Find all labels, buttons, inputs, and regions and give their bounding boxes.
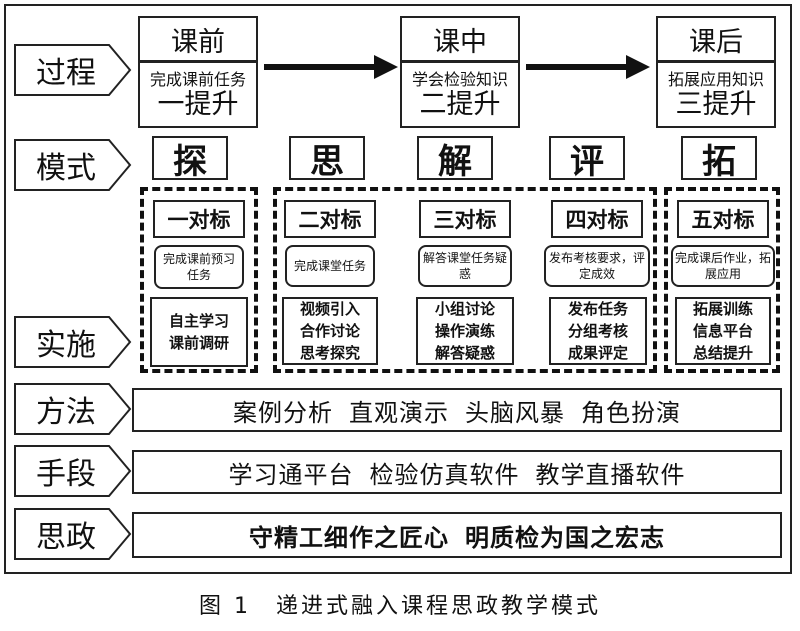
activity-item: 课前调研 — [168, 334, 229, 352]
diagram-frame — [4, 4, 792, 574]
means-item: 学习通平台 — [228, 460, 354, 489]
means-item: 检验仿真软件 — [369, 460, 520, 489]
dashed-group-post — [664, 187, 780, 373]
ideology-bar: 守精工细作之匠心 明质检为国之宏志 — [132, 512, 782, 558]
benchmark-activities-1: 自主学习 课前调研 — [150, 297, 248, 367]
method-item: 案例分析 — [233, 398, 333, 427]
benchmark-task-3: 解答课堂任务疑惑 — [418, 245, 512, 287]
activity-item: 思考探究 — [299, 344, 360, 362]
benchmark-activities-5: 拓展训练 信息平台 总结提升 — [675, 297, 771, 365]
benchmark-activities-4: 发布任务 分组考核 成果评定 — [549, 297, 647, 365]
row-label-mode: 模式 — [14, 139, 132, 191]
method-item: 头脑风暴 — [465, 398, 565, 427]
row-label-ideology: 思政 — [14, 508, 132, 560]
stage-task-pre: 完成课前任务 — [149, 69, 246, 89]
pentagon-shape — [14, 445, 132, 497]
stage-task-in: 学会检验知识 — [411, 69, 508, 89]
ideology-item: 明质检为国之宏志 — [465, 523, 665, 552]
arrow-pre-to-in — [264, 55, 398, 79]
mode-box-solve: 解 — [417, 136, 493, 182]
means-bar: 学习通平台 检验仿真软件 教学直播软件 — [132, 450, 782, 494]
stage-level-pre: 一提升 — [157, 88, 239, 120]
benchmark-title-4: 四对标 — [551, 200, 643, 238]
arrow-in-to-post — [526, 55, 650, 79]
benchmark-task-4: 发布考核要求，评定成效 — [544, 245, 650, 287]
method-item: 直观演示 — [349, 398, 449, 427]
stage-head-in: 课中 — [400, 16, 520, 62]
stage-head-pre: 课前 — [138, 16, 258, 62]
benchmark-title-3: 三对标 — [419, 200, 511, 238]
stage-body-in: 学会检验知识 二提升 — [400, 60, 520, 128]
row-label-method: 方法 — [14, 383, 132, 435]
pentagon-shape — [14, 44, 132, 96]
mode-box-think: 思 — [289, 136, 365, 182]
ideology-item: 守精工细作之匠心 — [249, 523, 449, 552]
benchmark-title-2: 二对标 — [284, 200, 376, 238]
row-label-process-text: 过程 — [36, 56, 96, 91]
activity-item: 操作演练 — [434, 322, 495, 340]
pentagon-shape — [14, 316, 132, 368]
dashed-group-pre — [140, 187, 258, 373]
pentagon-shape — [14, 383, 132, 435]
stage-body-post: 拓展应用知识 三提升 — [656, 60, 776, 128]
benchmark-activities-3: 小组讨论 操作演练 解答疑惑 — [416, 297, 514, 365]
activity-item: 自主学习 — [168, 312, 229, 330]
activity-item: 分组考核 — [567, 322, 628, 340]
benchmark-activities-2: 视频引入 合作讨论 思考探究 — [282, 297, 378, 365]
mode-box-explore: 探 — [152, 136, 228, 182]
benchmark-task-5: 完成课后作业，拓展应用 — [671, 245, 775, 287]
activity-item: 小组讨论 — [434, 300, 495, 318]
stage-body-pre: 完成课前任务 一提升 — [138, 60, 258, 128]
row-label-process: 过程 — [14, 44, 132, 96]
benchmark-title-5: 五对标 — [677, 200, 769, 238]
pentagon-shape — [14, 508, 132, 560]
benchmark-task-1: 完成课前预习任务 — [154, 245, 244, 289]
mode-box-evaluate: 评 — [549, 136, 625, 182]
activity-item: 发布任务 — [567, 300, 628, 318]
methods-bar: 案例分析 直观演示 头脑风暴 角色扮演 — [132, 388, 782, 432]
benchmark-title-1: 一对标 — [153, 200, 245, 238]
dashed-group-in — [273, 187, 657, 373]
activity-item: 信息平台 — [692, 322, 753, 340]
figure-caption: 图 1 递进式融入课程思政教学模式 — [199, 594, 601, 619]
row-label-implement: 实施 — [14, 316, 132, 368]
row-label-means: 手段 — [14, 445, 132, 497]
row-label-means-text: 手段 — [36, 457, 96, 492]
mode-box-expand: 拓 — [681, 136, 757, 182]
stage-level-in: 二提升 — [419, 88, 501, 120]
activity-item: 总结提升 — [692, 344, 753, 362]
row-label-ideology-text: 思政 — [36, 520, 96, 555]
row-label-method-text: 方法 — [36, 395, 96, 430]
activity-item: 拓展训练 — [692, 300, 753, 318]
benchmark-task-2: 完成课堂任务 — [285, 245, 375, 287]
activity-item: 合作讨论 — [299, 322, 360, 340]
activity-item: 视频引入 — [299, 300, 360, 318]
means-item: 教学直播软件 — [535, 460, 686, 489]
stage-level-post: 三提升 — [675, 88, 757, 120]
stage-task-post: 拓展应用知识 — [667, 69, 764, 89]
pentagon-shape — [14, 139, 132, 191]
activity-item: 解答疑惑 — [434, 344, 495, 362]
method-item: 角色扮演 — [581, 398, 681, 427]
row-label-mode-text: 模式 — [36, 151, 96, 186]
stage-head-post: 课后 — [656, 16, 776, 62]
activity-item: 成果评定 — [567, 344, 628, 362]
row-label-implement-text: 实施 — [36, 328, 96, 363]
